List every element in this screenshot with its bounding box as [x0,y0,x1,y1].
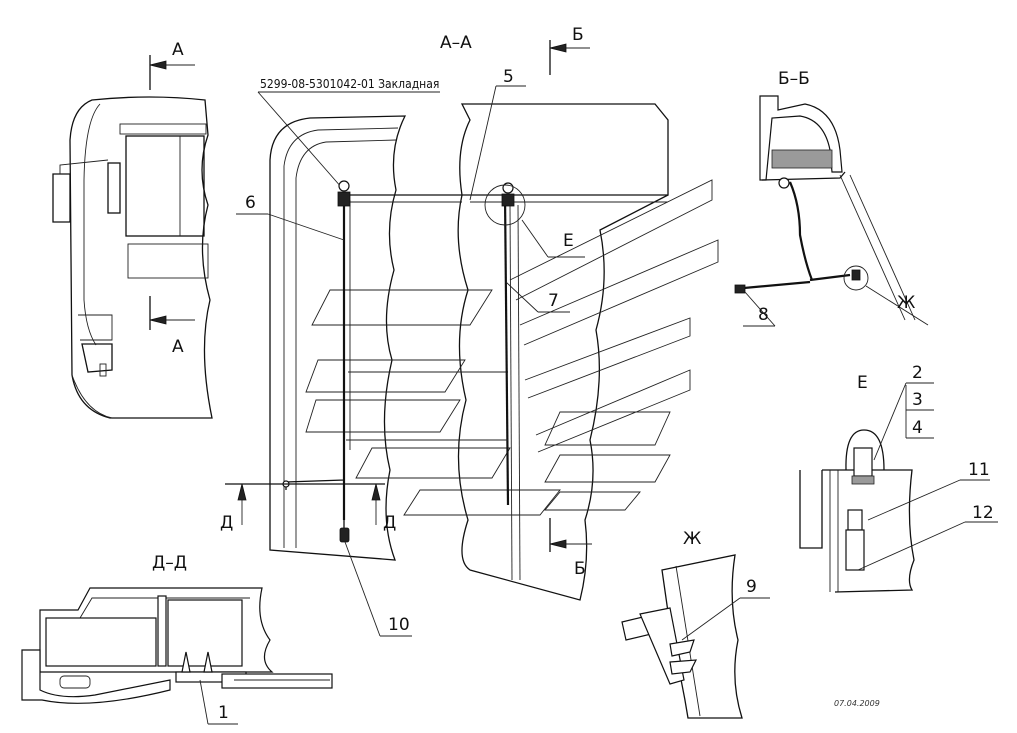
cab-side-view [52,96,213,419]
callout-6: 6 [245,193,256,213]
cut-d-left-label: Д [220,513,233,533]
harness-cables [282,180,526,543]
view-zh-title: Ж [683,529,701,549]
section-bb-title: Б–Б [778,69,810,89]
callout-10: 10 [388,615,410,635]
cut-a-top-label: А [172,40,184,60]
cut-b-bottom-label: Б [574,559,586,579]
view-zh-callout-label: Ж [897,293,915,313]
callout-8: 8 [758,305,769,325]
cut-a-bottom-label: А [172,337,184,357]
callout-11: 11 [968,460,990,480]
callout-9: 9 [746,577,757,597]
callout-7: 7 [548,291,559,311]
callout-1: 1 [218,703,229,723]
callout-12: 12 [972,503,994,523]
section-bb-view [734,95,916,321]
section-aa-title: А–А [440,33,472,53]
embedded-part-label: 5299-08-5301042-01 Закладная [260,77,439,91]
view-zh-detail [621,554,743,719]
cut-line-a [149,55,195,330]
cab-rear-panel [269,103,669,601]
section-dd-title: Д–Д [152,553,187,573]
callout-leaders-e [857,382,998,571]
callout-4: 4 [912,418,923,438]
view-e-title: Е [857,373,868,393]
callout-2: 2 [912,363,923,383]
cut-line-b [549,40,592,552]
cut-d-right-label: Д [383,513,396,533]
window-louvres [305,179,719,516]
callout-leaders-aa [236,85,585,637]
cut-b-top-label: Б [572,25,584,45]
callout-3: 3 [912,390,923,410]
cut-line-d [225,483,385,525]
callout-5: 5 [503,67,514,87]
view-e-detail [799,429,915,593]
view-e-callout-label: Е [563,231,574,251]
section-dd-view [21,587,333,704]
date-stamp: 07.04.2009 [834,699,880,708]
